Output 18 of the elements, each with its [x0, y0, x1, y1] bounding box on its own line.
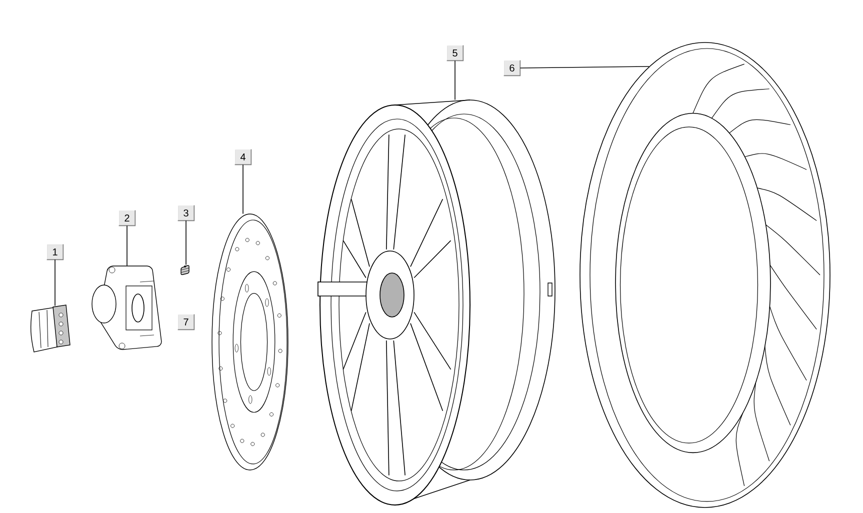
wheel-rim-drawing — [318, 100, 556, 506]
leader-line — [454, 60, 456, 100]
callout-number: 4 — [234, 148, 252, 166]
brake-caliper-drawing — [92, 266, 162, 350]
callout-number: 7 — [177, 314, 195, 330]
leader-line — [126, 225, 128, 266]
brake-disc-drawing — [212, 214, 288, 470]
callout-number: 3 — [177, 204, 195, 222]
callout-number: 5 — [446, 44, 464, 62]
leader-line — [520, 66, 650, 68]
callout-number: 1 — [46, 244, 64, 260]
tire-drawing — [580, 42, 830, 508]
leader-line — [54, 259, 56, 306]
screw-drawing — [180, 265, 190, 276]
brake-pad-drawing — [30, 304, 70, 352]
callout-number: 2 — [118, 210, 136, 226]
callout-number: 6 — [503, 60, 521, 76]
leader-line — [242, 164, 244, 214]
